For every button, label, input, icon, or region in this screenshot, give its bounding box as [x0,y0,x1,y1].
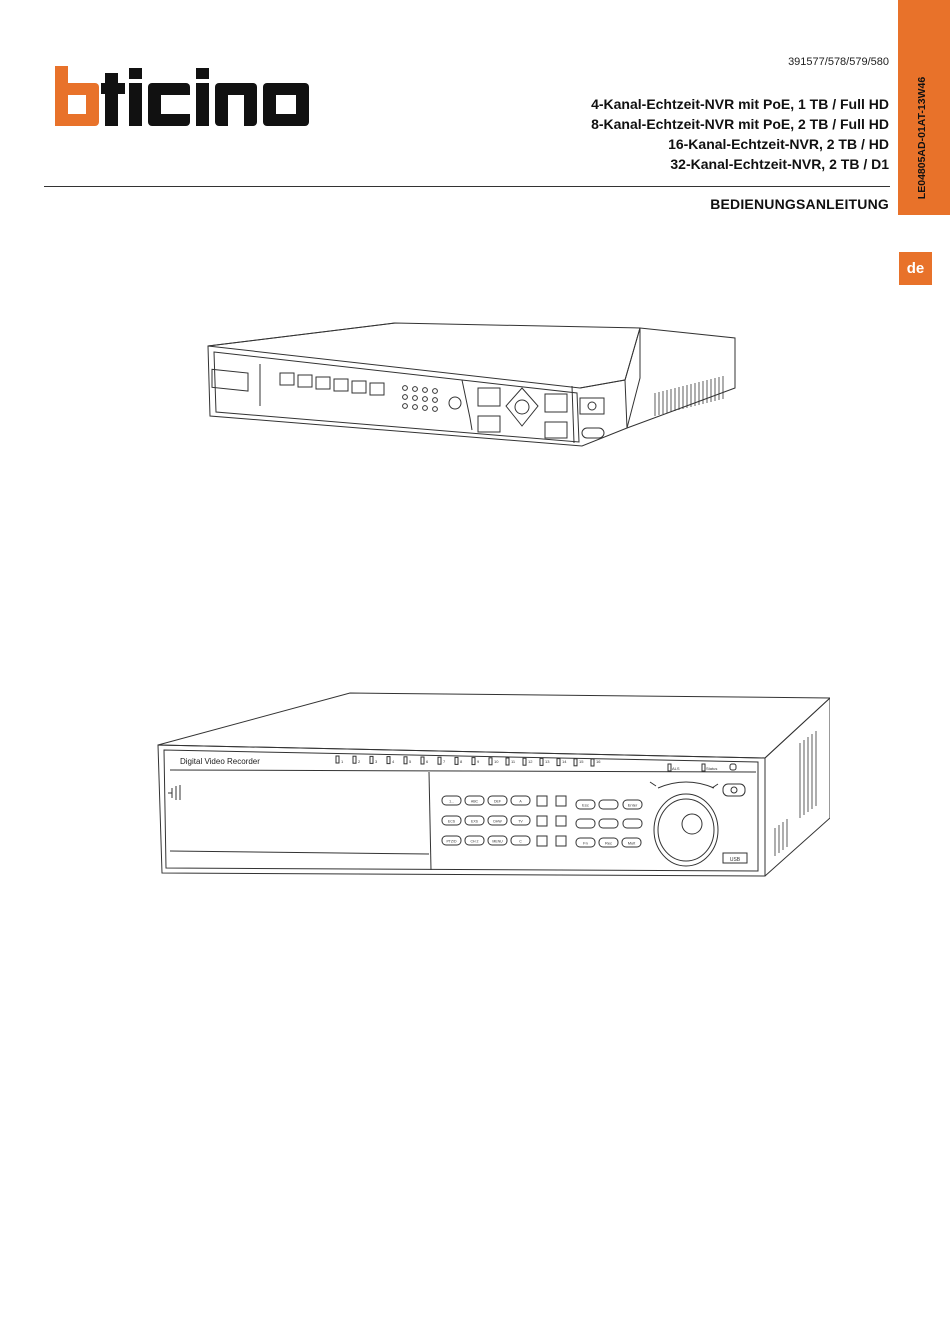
document-code: LE04805AD-01AT-13W46 [916,76,928,200]
nav-button [621,837,642,848]
front-panel-button-label: CH 2 [471,840,479,844]
document-code-tab [898,0,950,215]
front-panel-button-label: ABC [471,800,479,804]
channel-number: 16 [596,759,601,764]
front-panel-button-label: TV [518,820,523,824]
front-panel-button-label: EXS [471,820,479,824]
channel-led [556,758,561,767]
channel-number: 2 [358,759,361,764]
manual-label: BEDIENUNGSANLEITUNG [710,196,889,212]
channel-number: 8 [460,759,463,764]
front-panel-button [441,835,462,846]
status-label: Status [706,766,717,771]
channel-led [590,758,595,767]
nav-button [598,837,619,848]
channel-led [573,758,578,767]
status-label: ALS [672,766,680,771]
front-panel-button [441,795,462,806]
front-panel-button-label: MENU [492,840,503,844]
arrow-button [575,818,596,829]
nav-button-label: Mult [628,841,636,846]
front-panel-button [510,815,531,826]
front-panel-button [487,835,508,846]
front-panel-button-label: C [519,840,522,844]
front-panel-button-label: ECS [448,820,456,824]
product-title: 8-Kanal-Echtzeit-NVR mit PoE, 2 TB / Ful… [591,116,889,132]
nav-button [622,799,643,810]
front-panel-button-label: DEF [494,800,501,804]
playback-button [555,835,567,847]
arrow-button [598,818,619,829]
channel-number: 14 [562,759,567,764]
usb-port-label: USB [730,857,741,863]
channel-led [335,755,340,764]
channel-led [488,757,493,766]
channel-number: 4 [392,759,395,764]
front-panel-button-label: PTZ/D [446,840,457,844]
product-codes: 391577/578/579/580 [788,56,889,68]
channel-number: 11 [511,759,516,764]
channel-led [437,756,442,765]
playback-button [555,795,567,807]
front-panel-button [510,835,531,846]
playback-button [536,815,548,827]
header-divider [44,186,890,187]
channel-number: 12 [528,759,533,764]
channel-number: 3 [375,759,378,764]
channel-number: 9 [477,759,480,764]
channel-number: 15 [579,759,584,764]
channel-led [471,757,476,766]
arrow-button [622,818,643,829]
channel-led [539,757,544,766]
channel-number: 1 [341,759,344,764]
playback-button [536,795,548,807]
language-tab: de [899,252,932,285]
channel-number: 6 [426,759,429,764]
playback-button [555,815,567,827]
nav-button [575,799,596,810]
channel-led [403,756,408,765]
front-panel-button-label: DHW [493,820,502,824]
front-panel-button-label: A [519,800,522,804]
front-panel-button [487,795,508,806]
channel-led [420,756,425,765]
nav-button-label: Rec [605,841,612,846]
nav-button-label: Fn [583,841,588,846]
nav-button [575,837,596,848]
front-panel-button-label: 1... [449,800,454,804]
product-title: 16-Kanal-Echtzeit-NVR, 2 TB / HD [668,136,889,152]
nav-button-label: Esc [582,803,589,808]
playback-button [536,835,548,847]
channel-led [505,757,510,766]
front-panel-button [510,795,531,806]
channel-led [352,755,357,764]
channel-led [522,757,527,766]
product-title: 32-Kanal-Echtzeit-NVR, 2 TB / D1 [670,156,889,172]
nvr-compact-illustration [207,322,736,447]
front-panel-button [487,815,508,826]
front-panel-button [464,795,485,806]
front-panel-button [464,835,485,846]
channel-led [454,756,459,765]
channel-number: 10 [494,759,499,764]
front-panel-button [464,815,485,826]
nav-button-label: Enter [628,803,638,808]
product-titles: 4-Kanal-Echtzeit-NVR mit PoE, 1 TB / Ful… [591,94,889,174]
channel-number: 7 [443,759,446,764]
front-panel-button [441,815,462,826]
channel-led [386,756,391,765]
arrow-button [598,799,619,810]
panel-label: Digital Video Recorder [180,757,260,766]
product-title: 4-Kanal-Echtzeit-NVR mit PoE, 1 TB / Ful… [591,96,889,112]
channel-number: 13 [545,759,550,764]
channel-number: 5 [409,759,412,764]
bticino-logo [55,66,309,126]
channel-led [369,755,374,764]
